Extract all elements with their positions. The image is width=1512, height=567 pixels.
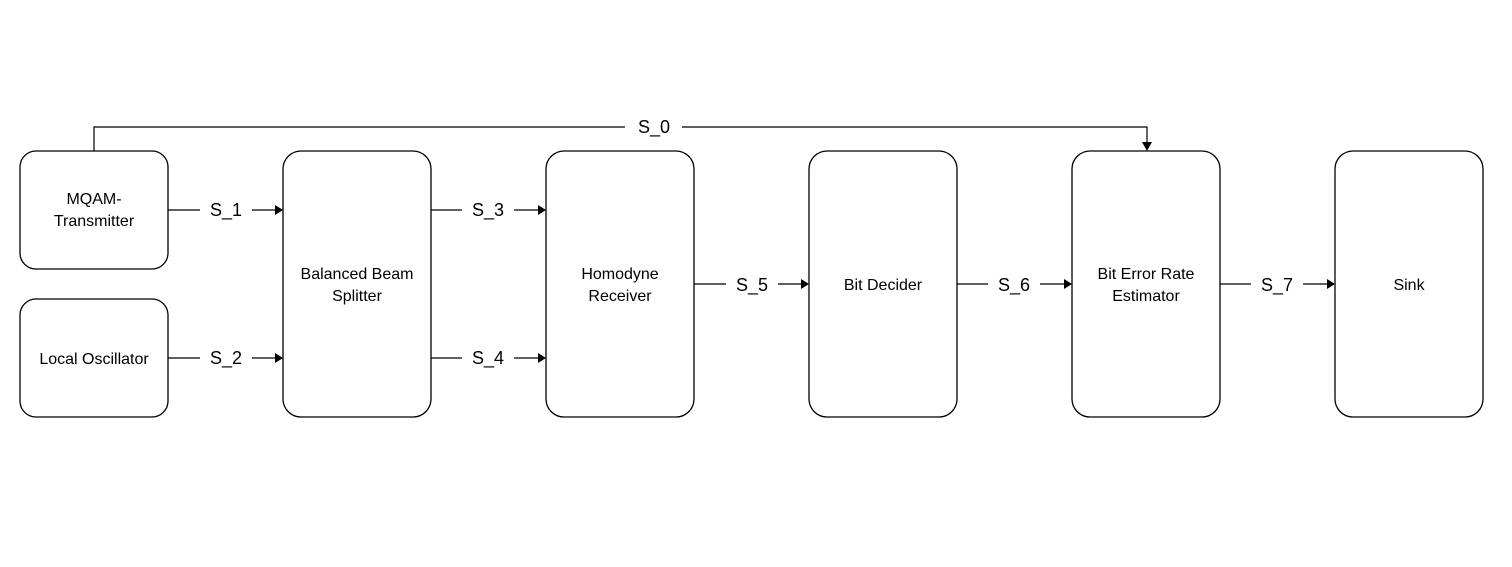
signal-label: S_0 <box>638 117 670 138</box>
block-bit-decider: Bit Decider <box>808 150 958 418</box>
signal-s1: S_1 <box>168 200 283 221</box>
signal-s0: S_0 <box>93 117 1152 151</box>
signal-s3: S_3 <box>431 200 546 221</box>
signal-s2: S_2 <box>168 348 283 369</box>
signal-s7: S_7 <box>1220 275 1335 296</box>
block-label-line: Bit Decider <box>844 277 923 294</box>
signal-s4: S_4 <box>431 348 546 369</box>
signal-label: S_6 <box>998 275 1030 296</box>
arrowhead <box>1064 279 1072 289</box>
block-label-line: Splitter <box>332 288 382 305</box>
signal-label: S_3 <box>472 200 504 221</box>
signal-s5: S_5 <box>694 275 809 296</box>
block-label-line: MQAM- <box>66 191 121 208</box>
block-label-line: Homodyne <box>581 266 658 283</box>
arrowhead <box>538 353 546 363</box>
block-label-line: Sink <box>1393 277 1425 294</box>
arrowhead <box>1327 279 1335 289</box>
signal-s6: S_6 <box>957 275 1072 296</box>
block-label-line: Bit Error Rate <box>1098 266 1195 283</box>
block-label-line: Local Oscillator <box>39 351 149 368</box>
block-homodyne-receiver: Homodyne Receiver <box>545 150 695 418</box>
arrowhead <box>275 353 283 363</box>
arrowhead <box>538 205 546 215</box>
block-balanced-beam-splitter: Balanced Beam Splitter <box>282 150 432 418</box>
arrowhead <box>801 279 809 289</box>
block-label-line: Balanced Beam <box>301 266 414 283</box>
block-label-line: Receiver <box>588 288 652 305</box>
signal-label: S_5 <box>736 275 768 296</box>
block-ber-estimator: Bit Error Rate Estimator <box>1071 150 1221 418</box>
signal-label: S_2 <box>210 348 242 369</box>
block-local-oscillator: Local Oscillator <box>19 298 169 418</box>
signal-label: S_4 <box>472 348 504 369</box>
signal-label: S_1 <box>210 200 242 221</box>
block-label-line: Transmitter <box>54 213 135 230</box>
signal-label: S_7 <box>1261 275 1293 296</box>
arrowhead <box>1142 142 1152 151</box>
block-sink: Sink <box>1334 150 1484 418</box>
block-mqam-transmitter: MQAM- Transmitter <box>19 150 169 270</box>
block-label-line: Estimator <box>1112 288 1180 305</box>
arrowhead <box>275 205 283 215</box>
